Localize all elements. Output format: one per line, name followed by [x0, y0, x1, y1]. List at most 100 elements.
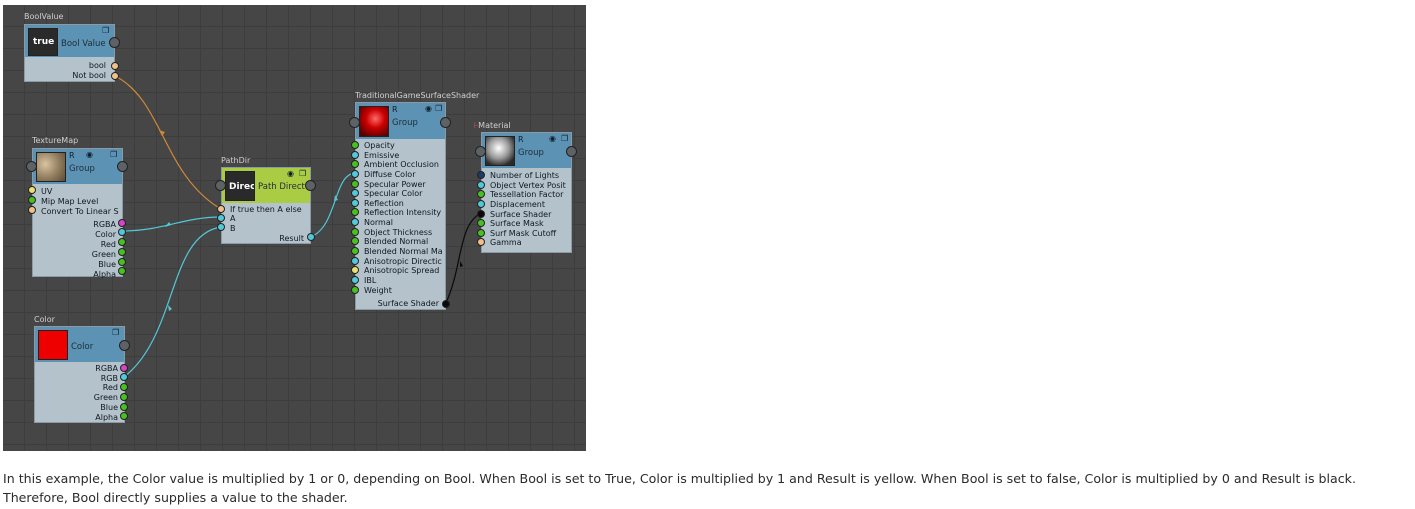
wire-color-rgb-to-pathdir[interactable]	[123, 226, 222, 378]
node-title-shader: TraditionalGameSurfaceShader	[355, 91, 480, 100]
input-port-surface-mask[interactable]	[477, 219, 485, 227]
output-port-not-bool[interactable]	[111, 72, 119, 80]
output-port[interactable]	[117, 161, 128, 172]
input-port-thickness[interactable]	[351, 228, 359, 236]
output-port-red[interactable]	[120, 383, 128, 391]
output-port-green[interactable]	[120, 393, 128, 401]
output-port-rgb[interactable]	[120, 373, 128, 381]
node-graph-canvas[interactable]: BoolValue true ❐ Bool Value bool Not boo…	[3, 5, 586, 451]
wire-shader-to-material[interactable]	[445, 212, 482, 304]
port-label: RGBA	[95, 364, 118, 373]
input-port-diffuse[interactable]	[351, 170, 359, 178]
input-port-gamma[interactable]	[477, 238, 485, 246]
output-port-bool[interactable]	[111, 62, 119, 70]
input-port-b[interactable]	[217, 223, 225, 231]
input-port-blended-normal[interactable]	[351, 237, 359, 245]
input-port-a[interactable]	[217, 214, 225, 222]
input-port-reflection[interactable]	[351, 199, 359, 207]
input-port-uv[interactable]	[28, 186, 36, 194]
input-port-mip[interactable]	[28, 196, 36, 204]
copy-icon[interactable]: ❐	[112, 328, 120, 337]
input-port-ibl[interactable]	[351, 276, 359, 284]
output-port[interactable]	[109, 37, 120, 48]
port-label: If true then A else	[230, 205, 302, 214]
input-port[interactable]	[26, 161, 37, 172]
input-port[interactable]	[215, 180, 226, 191]
eye-icon[interactable]: ◉	[549, 134, 556, 143]
eye-icon[interactable]: ◉	[86, 150, 93, 159]
input-port-normal[interactable]	[351, 218, 359, 226]
output-port-red[interactable]	[118, 238, 126, 246]
input-port-mask-cutoff[interactable]	[477, 229, 485, 237]
r-label: R	[69, 151, 75, 160]
input-port-tessellation[interactable]	[477, 190, 485, 198]
input-port-aniso-spread[interactable]	[351, 266, 359, 274]
wire-result-to-diffuse[interactable]	[310, 172, 356, 238]
output-port-blue[interactable]	[120, 403, 128, 411]
output-port-rgba[interactable]	[118, 219, 126, 227]
eye-icon[interactable]: ◉	[425, 104, 432, 113]
node-label: Group	[392, 118, 418, 128]
output-port[interactable]	[119, 340, 130, 351]
input-port-aniso-dir[interactable]	[351, 257, 359, 265]
port-label: Result	[279, 234, 304, 243]
port-label: A	[230, 214, 236, 223]
output-port-alpha[interactable]	[118, 267, 126, 275]
node-color[interactable]: ❐ Color RGBA RGB Red Green Blue Alpha	[34, 326, 125, 423]
output-port-blue[interactable]	[118, 258, 126, 266]
input-port-emissive[interactable]	[351, 151, 359, 159]
shader-preview	[359, 106, 389, 137]
port-label: Surface Mask	[490, 219, 544, 228]
output-port-rgba[interactable]	[120, 364, 128, 372]
port-label: Normal	[364, 218, 393, 227]
node-material[interactable]: R ◉ ❐ Group Number of Lights Object Vert…	[481, 132, 572, 253]
node-title-boolvalue: BoolValue	[24, 12, 64, 21]
input-port[interactable]	[475, 146, 486, 157]
port-label: bool	[88, 61, 106, 70]
bool-thumb-text: true	[33, 37, 55, 47]
output-port[interactable]	[440, 117, 451, 128]
port-label: Anisotropic Spread	[364, 266, 440, 275]
output-port-surface-shader[interactable]	[442, 300, 450, 308]
input-port-spec-power[interactable]	[351, 180, 359, 188]
input-port-linear[interactable]	[28, 206, 36, 214]
port-label: Blue	[98, 260, 116, 269]
port-label: RGBA	[93, 220, 116, 229]
input-port-surface-shader[interactable]	[477, 210, 485, 218]
copy-icon[interactable]: ❐	[561, 134, 569, 143]
output-port-green[interactable]	[118, 248, 126, 256]
input-port[interactable]	[349, 117, 360, 128]
eye-icon[interactable]: ◉	[287, 169, 294, 178]
output-port[interactable]	[566, 146, 577, 157]
copy-icon[interactable]: ❐	[110, 150, 118, 159]
node-boolvalue[interactable]: true ❐ Bool Value bool Not bool	[24, 24, 115, 82]
node-texturemap[interactable]: R ◉ ❐ Group UV Mip Map Level Convert To …	[32, 148, 123, 279]
copy-icon[interactable]: ❐	[299, 169, 307, 178]
input-port-opacity[interactable]	[351, 141, 359, 149]
output-port-color[interactable]	[118, 228, 126, 236]
port-label: Alpha	[95, 413, 118, 422]
texture-thumbnail	[36, 152, 66, 182]
node-pathdir[interactable]: Direc ◉ ❐ Path Direct If true then A els…	[221, 167, 311, 244]
input-port-weight[interactable]	[351, 286, 359, 294]
copy-icon[interactable]: ❐	[102, 26, 110, 35]
input-port-spec-color[interactable]	[351, 189, 359, 197]
input-port-refl-intensity[interactable]	[351, 208, 359, 216]
input-port-condition[interactable]	[217, 205, 225, 213]
node-surface-shader[interactable]: R ◉ ❐ Group Opacity Emissive Ambient Occ…	[355, 102, 446, 310]
output-port-alpha[interactable]	[120, 412, 128, 420]
r-label: R	[518, 135, 524, 144]
output-port-result[interactable]	[307, 233, 315, 241]
copy-icon[interactable]: ❐	[435, 104, 443, 113]
input-port-vertex-pos[interactable]	[477, 181, 485, 189]
port-label: Specular Color	[364, 189, 423, 198]
input-port-displacement[interactable]	[477, 200, 485, 208]
output-port[interactable]	[305, 180, 316, 191]
input-port-num-lights[interactable]	[477, 171, 485, 179]
input-port-ao[interactable]	[351, 160, 359, 168]
wire-texture-color-to-pathdir[interactable]	[121, 216, 222, 232]
input-port-blended-normal-mask[interactable]	[351, 247, 359, 255]
port-label: Blue	[100, 403, 118, 412]
node-label: Color	[71, 342, 94, 352]
wire-bool-to-pathdir[interactable]	[114, 75, 222, 210]
